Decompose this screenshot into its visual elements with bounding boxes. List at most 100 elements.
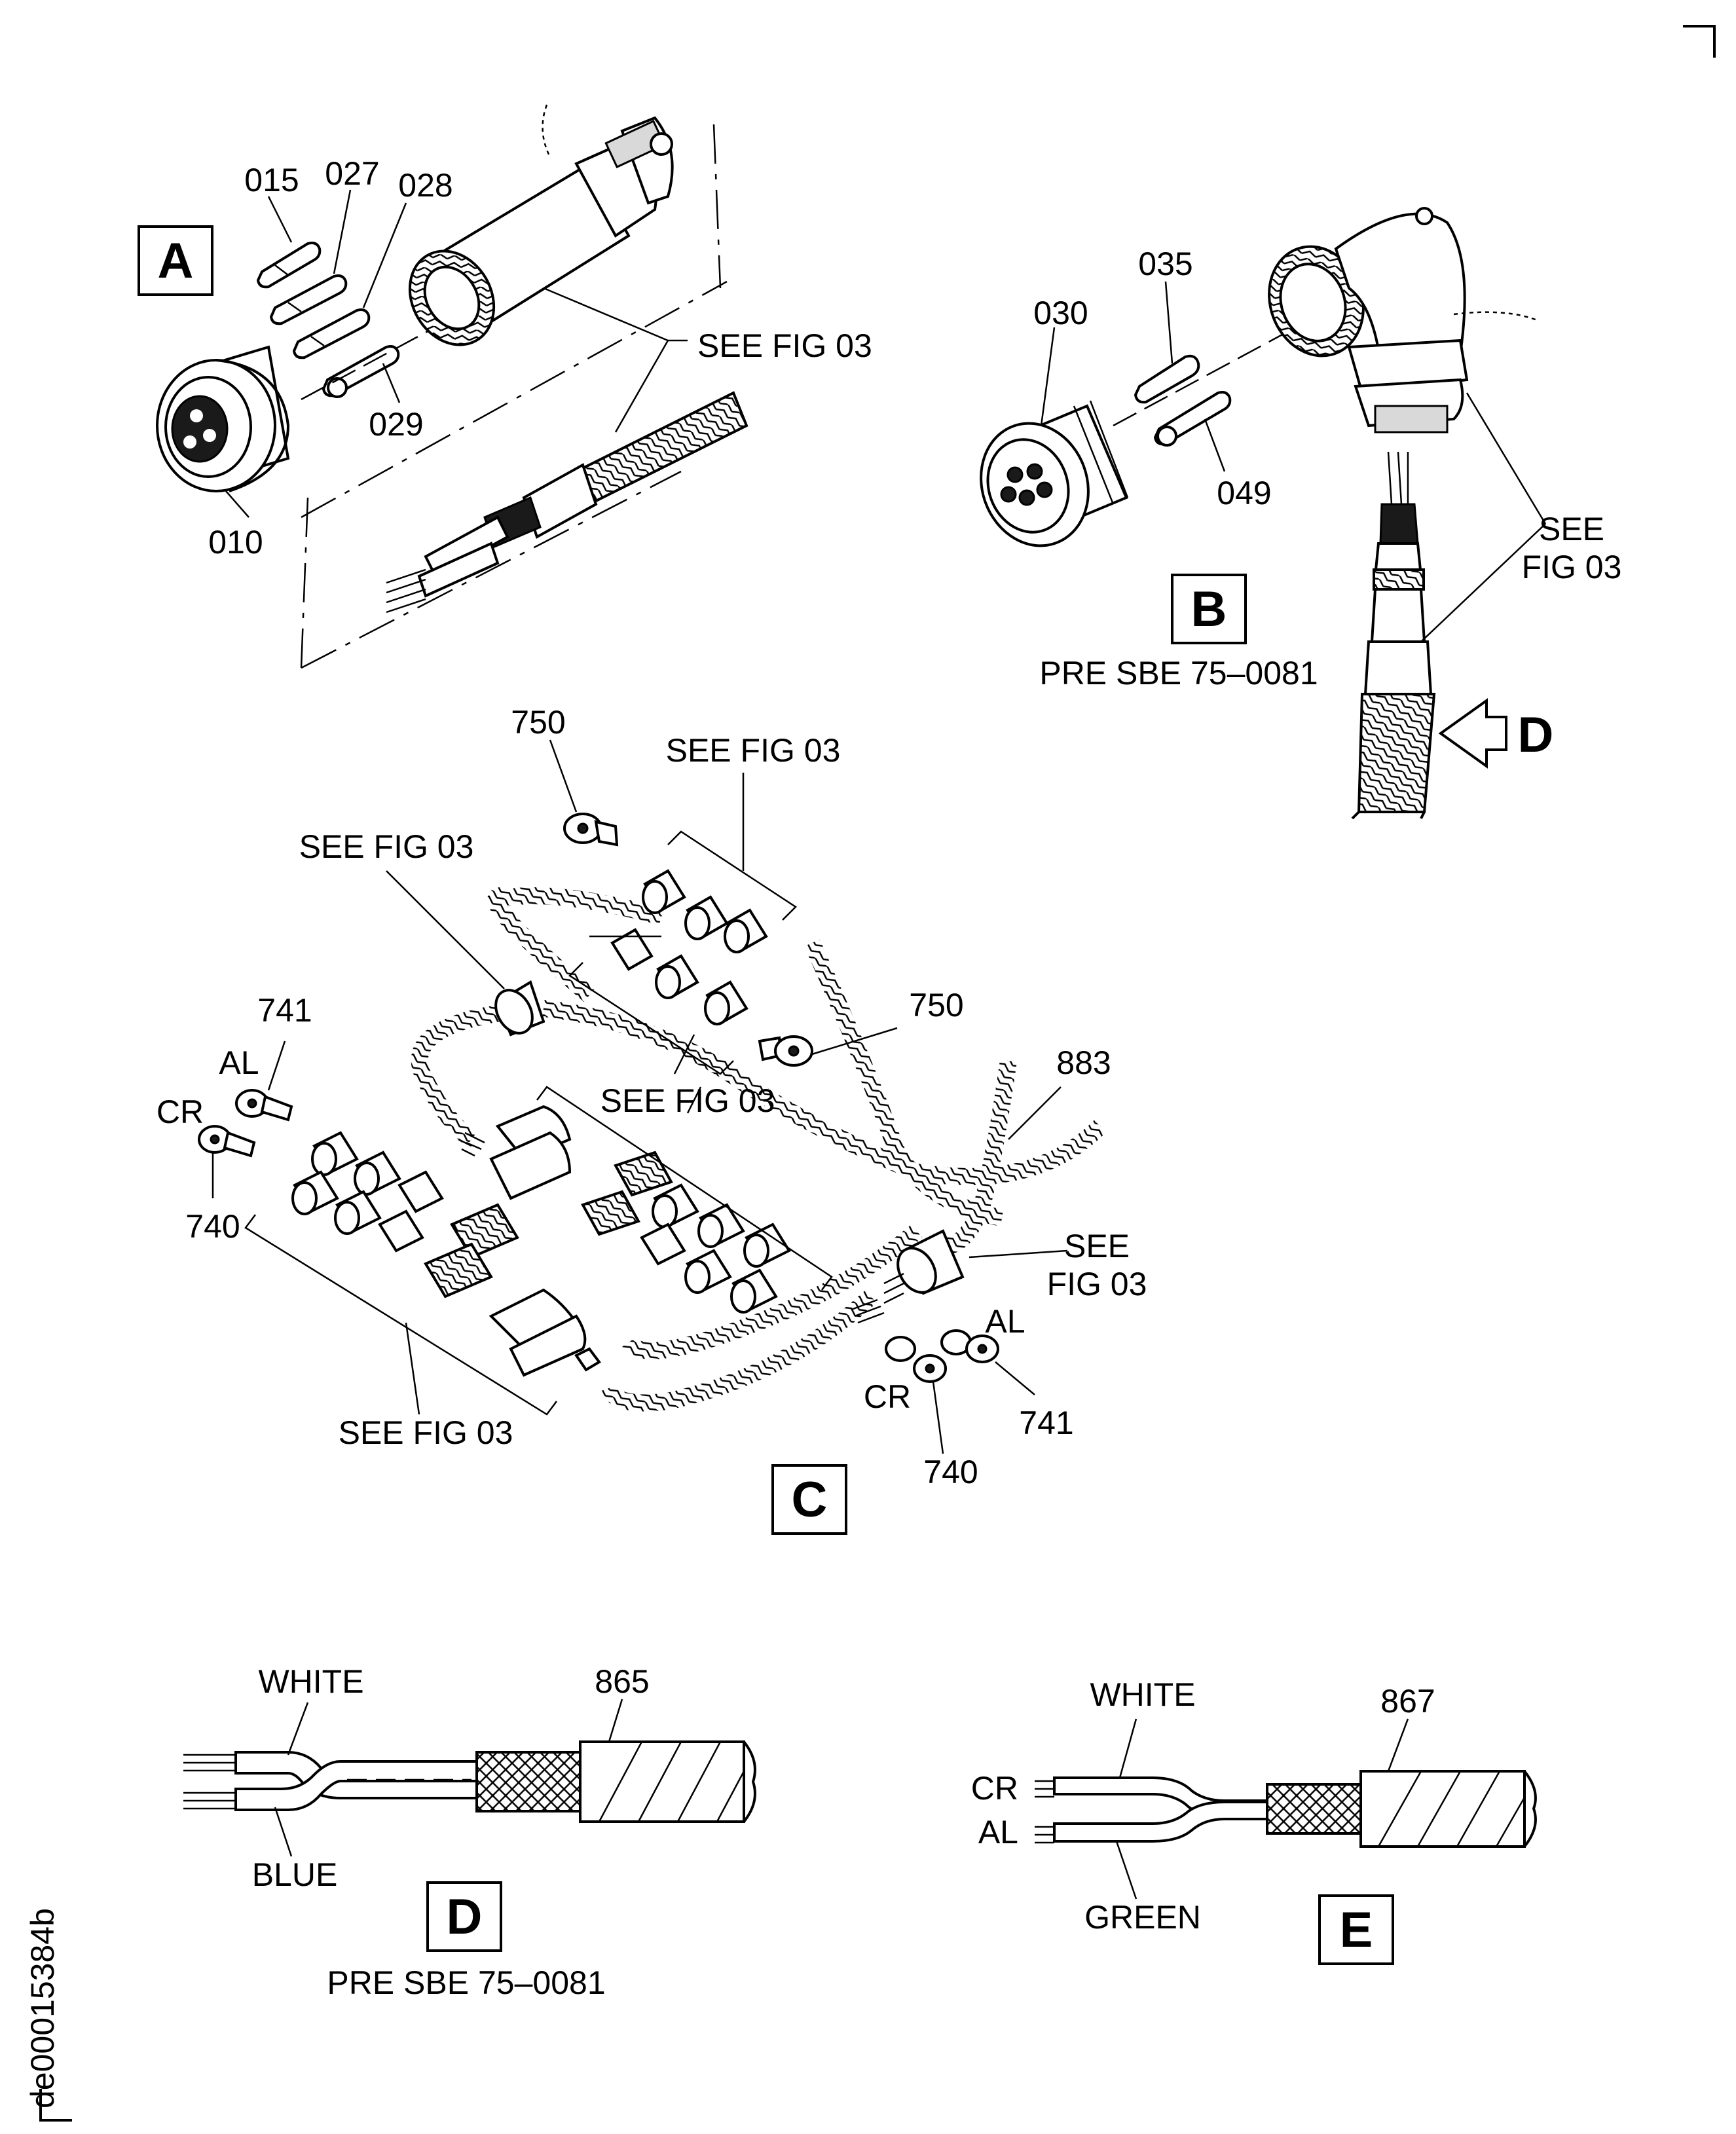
detail-c-ferrules-left bbox=[291, 1131, 601, 1377]
detail-b-centerline bbox=[1113, 333, 1284, 427]
leader-740-right bbox=[932, 1381, 944, 1454]
detail-c-ferrules-top bbox=[610, 869, 768, 1025]
leader-see-right bbox=[969, 1249, 1068, 1259]
detail-a-frame-left bbox=[300, 497, 309, 669]
detail-a-box bbox=[138, 225, 213, 296]
label-010: 010 bbox=[208, 524, 263, 561]
label-015: 015 bbox=[244, 162, 299, 198]
detail-c-cables bbox=[411, 887, 1107, 1412]
leader-741-right bbox=[995, 1361, 1035, 1395]
detail-b-cable bbox=[1351, 451, 1436, 820]
label-see-b-1: SEE bbox=[1539, 511, 1604, 547]
leader-029 bbox=[382, 363, 401, 403]
leader-750-right bbox=[811, 1027, 898, 1056]
label-green-e: GREEN bbox=[1084, 1899, 1201, 1936]
label-867: 867 bbox=[1380, 1683, 1435, 1720]
leader-see-fig-a bbox=[543, 287, 688, 433]
leader-030 bbox=[1040, 327, 1056, 426]
detail-d: D PRE SBE 75–0081 WHITE 865 BLUE bbox=[183, 1663, 756, 2001]
leader-750-top bbox=[549, 739, 578, 813]
leader-010 bbox=[225, 490, 249, 518]
label-027: 027 bbox=[325, 155, 379, 192]
label-030: 030 bbox=[1033, 295, 1088, 331]
leader-035 bbox=[1164, 281, 1173, 364]
lug-750-top bbox=[563, 813, 619, 847]
crop-mark-bottom-left bbox=[39, 2089, 72, 2122]
lug-750-right bbox=[758, 1035, 813, 1067]
leader-white-e bbox=[1118, 1718, 1137, 1778]
label-740-left: 740 bbox=[185, 1208, 240, 1245]
pin-049 bbox=[1153, 391, 1232, 447]
label-see-fig-mid: SEE FIG 03 bbox=[600, 1082, 775, 1119]
label-865: 865 bbox=[595, 1663, 649, 1700]
crop-mark-top-right bbox=[1683, 25, 1716, 58]
detail-c: C bbox=[157, 704, 1147, 1535]
pin-029 bbox=[322, 345, 400, 398]
drawing-id: de00015384b bbox=[24, 1908, 61, 2108]
receptacle-010 bbox=[156, 345, 290, 492]
pin-015 bbox=[256, 242, 322, 289]
detail-a-frame-top bbox=[301, 280, 728, 519]
bracket-mid-ferrules bbox=[568, 962, 734, 1075]
detail-a-letter: A bbox=[158, 233, 194, 289]
cable-867 bbox=[1035, 1770, 1537, 1848]
label-cr-e: CR bbox=[971, 1770, 1018, 1807]
lug-740-right bbox=[885, 1336, 947, 1383]
detail-b-box bbox=[1171, 574, 1247, 644]
label-al-left: AL bbox=[219, 1044, 259, 1081]
label-049: 049 bbox=[1217, 475, 1271, 511]
lug-740-left bbox=[198, 1125, 256, 1158]
bracket-center-ferrules bbox=[536, 1086, 833, 1291]
label-883: 883 bbox=[1056, 1044, 1111, 1081]
label-see-fig-bottom: SEE FIG 03 bbox=[339, 1414, 513, 1451]
pin-035 bbox=[1134, 354, 1200, 404]
label-cr-right: CR bbox=[864, 1378, 911, 1415]
view-arrow-d-letter: D bbox=[1518, 707, 1554, 763]
leader-see-fig-b bbox=[1420, 392, 1547, 642]
leader-028 bbox=[362, 202, 407, 308]
pin-028 bbox=[292, 308, 371, 359]
detail-b: B PRE SBE 75–0081 bbox=[980, 207, 1621, 820]
detail-d-box bbox=[426, 1881, 502, 1952]
label-white-d: WHITE bbox=[258, 1663, 363, 1700]
bracket-top-ferrules bbox=[667, 830, 797, 921]
lug-741-right bbox=[940, 1329, 999, 1363]
leader-see-fig-mid bbox=[673, 1034, 702, 1114]
detail-e: E WHITE 867 CR AL GREEN bbox=[971, 1676, 1537, 1965]
leader-027 bbox=[333, 189, 352, 274]
label-white-e: WHITE bbox=[1090, 1676, 1195, 1713]
detail-c-wire-ends bbox=[851, 1298, 885, 1324]
label-see-fig-a: SEE FIG 03 bbox=[697, 327, 872, 364]
leader-741-left bbox=[267, 1040, 286, 1091]
leader-blue-d bbox=[274, 1807, 293, 1857]
detail-d-pre-sbe: PRE SBE 75–0081 bbox=[327, 1964, 605, 2001]
cable-865 bbox=[183, 1740, 756, 1823]
leader-see-fig-left bbox=[386, 870, 505, 989]
detail-e-letter: E bbox=[1340, 1902, 1373, 1958]
label-al-right: AL bbox=[985, 1303, 1025, 1340]
detail-a-frame-right bbox=[712, 124, 722, 289]
view-arrow-d: D bbox=[1438, 698, 1554, 769]
pin-027 bbox=[269, 274, 348, 325]
detail-c-box bbox=[771, 1464, 847, 1535]
detail-a: A bbox=[138, 104, 872, 669]
leader-015 bbox=[267, 196, 293, 243]
detail-b-letter: B bbox=[1191, 581, 1227, 637]
detail-d-letter: D bbox=[447, 1889, 483, 1945]
detail-b-pre-sbe: PRE SBE 75–0081 bbox=[1039, 655, 1318, 691]
label-see-right-2: FIG 03 bbox=[1047, 1266, 1147, 1302]
lug-741-left bbox=[235, 1089, 293, 1122]
label-al-e: AL bbox=[978, 1814, 1018, 1850]
label-cr-left: CR bbox=[157, 1094, 204, 1130]
elbow-connector bbox=[1268, 207, 1540, 433]
leader-867 bbox=[1387, 1718, 1409, 1772]
label-750-top: 750 bbox=[511, 704, 565, 741]
plug-030 bbox=[980, 400, 1129, 547]
detail-a-cable bbox=[386, 391, 748, 614]
leader-049 bbox=[1204, 418, 1226, 472]
label-028: 028 bbox=[398, 167, 452, 204]
detail-c-ferrules-center bbox=[464, 1105, 791, 1314]
label-see-fig-top: SEE FIG 03 bbox=[666, 732, 841, 769]
label-741-left: 741 bbox=[257, 992, 312, 1029]
